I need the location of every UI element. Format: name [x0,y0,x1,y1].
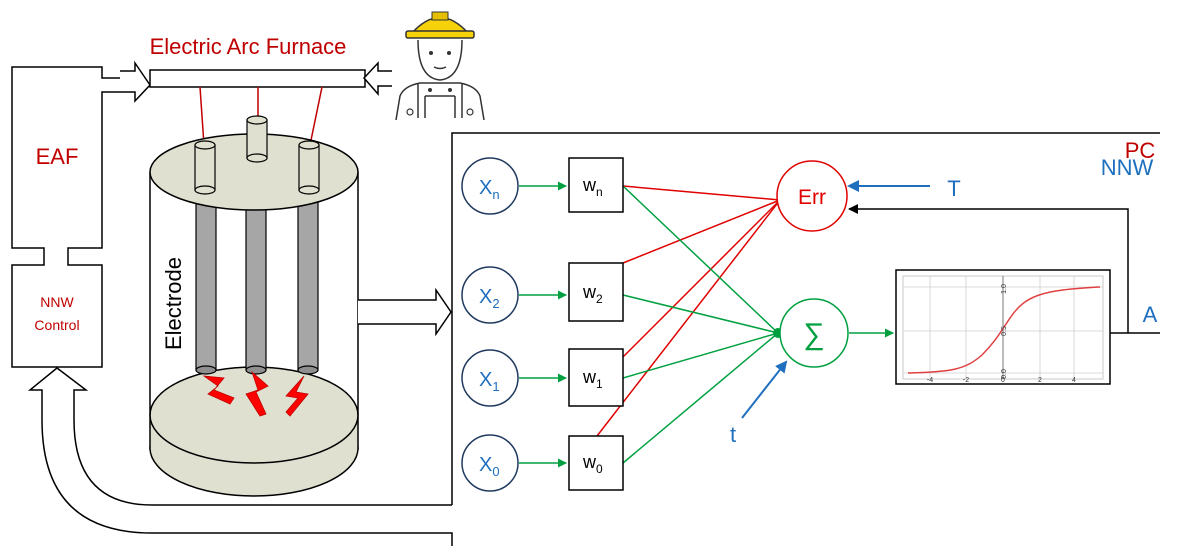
threshold-arrow [741,360,788,419]
svg-text:0.5: 0.5 [1001,326,1008,336]
sigmoid-plot-icon: -4 -2 0 2 4 1.0 0.5 0.0 [895,269,1111,385]
input-node-2: X2 [461,266,519,324]
electrode-label: Electrode [161,257,186,350]
eaf-box-top [60,66,120,79]
furnace-title: Electric Arc Furnace [150,34,347,59]
svg-text:w2: w2 [582,282,603,306]
weight-box-0: w0 [568,435,624,491]
eaf-to-furnace-arrow [120,60,151,103]
svg-text:w0: w0 [582,452,603,476]
nnw-control-label-line2: Control [34,317,79,333]
furnace-body [149,115,359,497]
sum-links [519,181,894,468]
svg-text:1.0: 1.0 [1001,284,1008,294]
error-label: Err [798,186,826,209]
svg-text:w1: w1 [582,367,603,391]
svg-text:4: 4 [1072,377,1076,384]
lightning-spark-icon [202,370,309,417]
error-links [596,185,781,437]
pc-label: PC [1125,138,1156,163]
svg-text:0.0: 0.0 [1001,369,1008,379]
svg-text:X2: X2 [479,286,500,311]
eaf-label: EAF [36,144,79,169]
input-node-n: Xn [461,157,519,215]
wire-1 [199,86,205,146]
wire-3 [309,86,323,146]
feedback-arrow-inner [27,367,453,546]
eaf-box [11,66,120,368]
input-node-0: X0 [461,434,519,492]
sum-node [779,298,849,368]
pc-frame [451,132,1160,505]
worker-icon [395,11,485,121]
target-label: T [947,176,960,201]
worker-to-furnace-arrow [362,61,392,96]
svg-text:-4: -4 [927,377,933,384]
sum-symbol: ∑ [803,318,824,351]
threshold-label: t [730,422,736,447]
svg-text:0: 0 [1001,377,1005,384]
output-label: A [1143,302,1158,327]
svg-text:X0: X0 [479,454,500,479]
error-node [776,160,848,232]
svg-text:Xn: Xn [479,177,500,202]
svg-text:wn: wn [582,175,603,199]
nnw-label: NNW [1101,155,1154,180]
furnace-bar [149,69,366,88]
input-node-1: X1 [461,349,519,407]
output-feedback-line [848,204,1129,333]
weight-box-1: w1 [568,348,624,407]
svg-text:X1: X1 [479,369,500,394]
nnw-control-label-line1: NNW [40,294,74,310]
furnace-to-pc-arrow [358,287,452,337]
svg-text:2: 2 [1038,377,1042,384]
weight-box-2: w2 [568,262,624,322]
svg-text:-2: -2 [963,377,969,384]
weight-box-n: wn [568,157,624,213]
